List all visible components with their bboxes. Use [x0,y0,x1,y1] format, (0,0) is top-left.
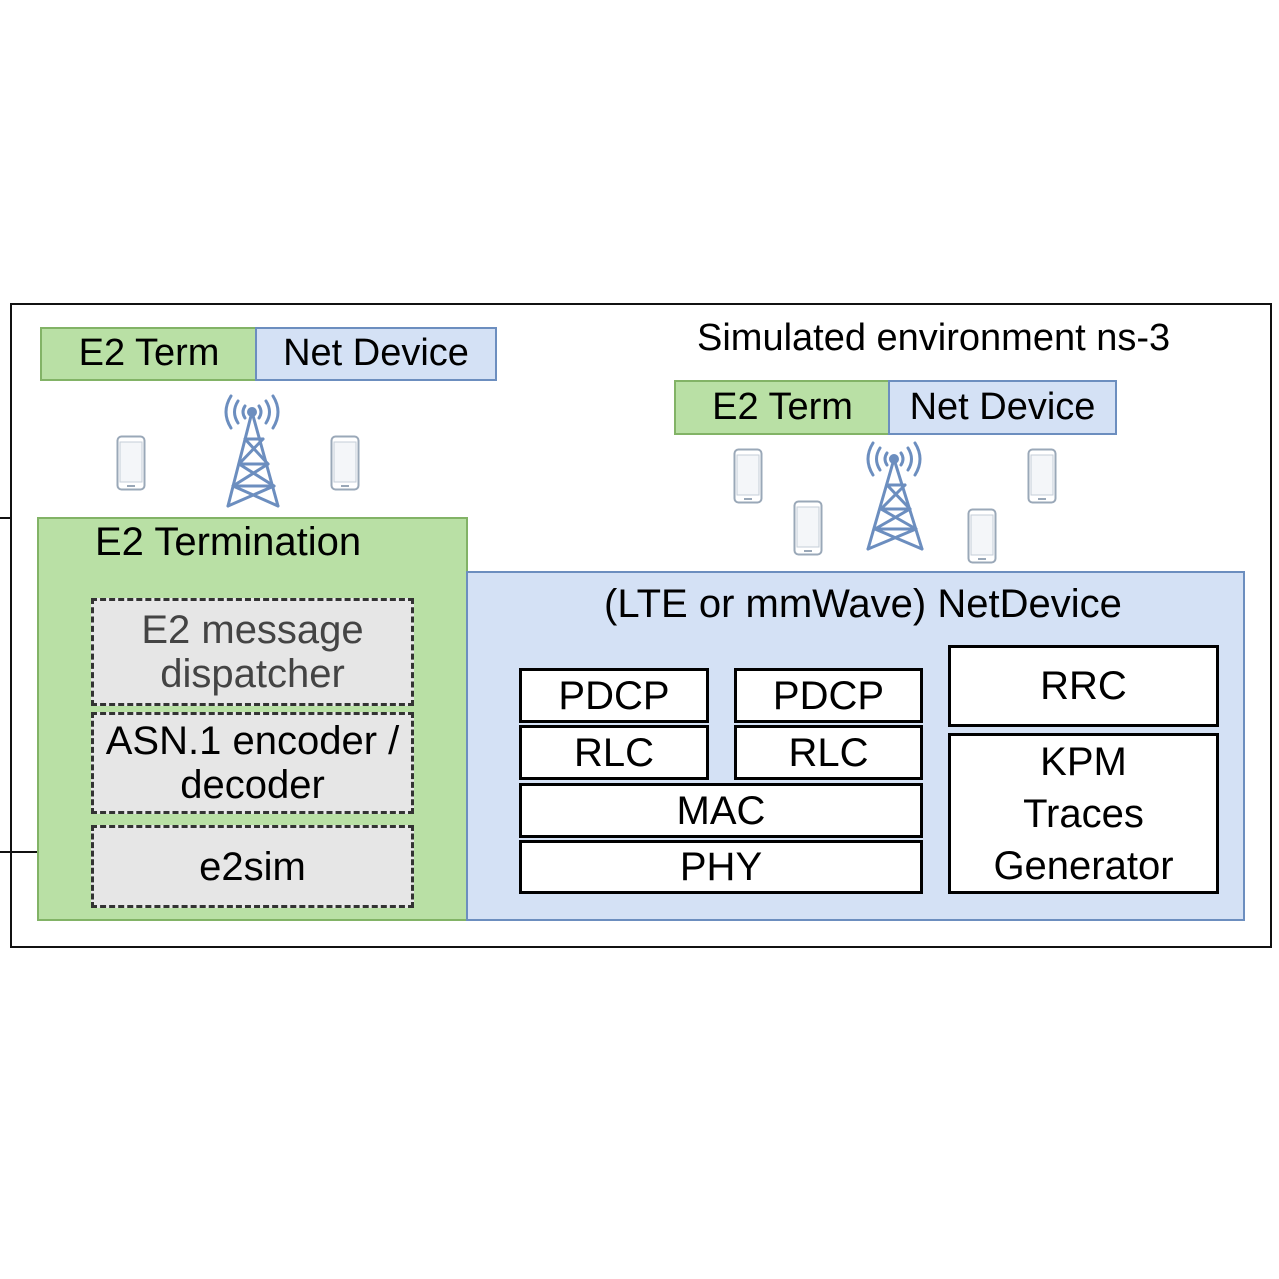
cell-tower-icon [224,394,280,508]
left-net-device-box: Net Device [255,327,497,381]
right-e2-term-box: E2 Term [674,380,891,435]
smartphone-icon [330,435,360,491]
smartphone-icon [1027,448,1057,504]
smartphone-icon [116,435,146,491]
smartphone-icon [967,508,997,564]
pdcp-box-1: PDCP [519,668,709,723]
environment-label: Simulated environment ns-3 [697,317,1171,359]
e2-termination-title: E2 Termination [95,520,362,564]
mac-box: MAC [519,783,923,838]
rlc-box-1: RLC [519,725,709,780]
rrc-box: RRC [948,645,1219,727]
phy-box: PHY [519,840,923,894]
pdcp-box-2: PDCP [734,668,923,723]
e2sim-box: e2sim [91,825,414,908]
netdevice-title: (LTE or mmWave) NetDevice [604,582,1122,626]
smartphone-icon [733,448,763,504]
smartphone-icon [793,500,823,556]
kpm-traces-generator-box: KPM Traces Generator [948,733,1219,894]
rlc-box-2: RLC [734,725,923,780]
simulated-environment-frame [10,303,1272,948]
left-e2-term-box: E2 Term [40,327,258,381]
external-link-top [0,517,12,519]
cell-tower-icon [866,441,924,551]
right-net-device-box: Net Device [888,380,1117,435]
asn1-encoder-decoder-box: ASN.1 encoder / decoder [91,712,414,814]
e2-message-dispatcher-box: E2 message dispatcher [91,598,414,706]
